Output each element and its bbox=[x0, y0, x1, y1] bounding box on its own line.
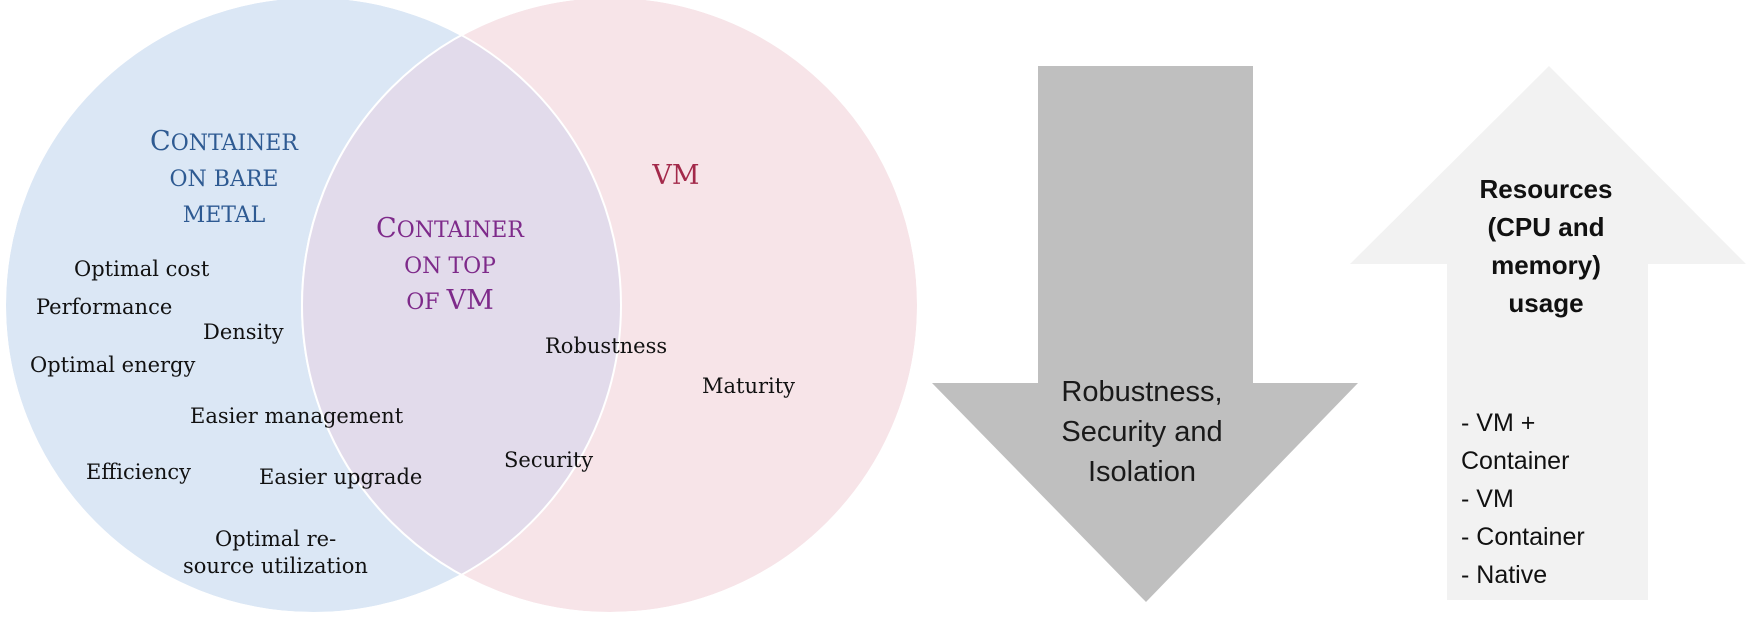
up-arrow bbox=[1350, 66, 1746, 600]
feature-performance: Performance bbox=[36, 295, 172, 319]
left-features: Optimal cost Performance Density Optimal… bbox=[30, 257, 422, 578]
resources-title-line-4: usage bbox=[1508, 288, 1583, 318]
feature-robustness: Robustness bbox=[545, 334, 667, 358]
left-title-line-2: ON BARE bbox=[170, 167, 279, 192]
right-circle-outline bbox=[301, 0, 919, 614]
container-bare-metal-title: CONTAINER ON BARE METAL bbox=[150, 126, 299, 228]
up-arrow-title: Resources (CPU and memory) usage bbox=[1480, 174, 1613, 318]
resources-title-line-1: Resources bbox=[1480, 174, 1613, 204]
vm-title-line-1: VM bbox=[651, 160, 699, 191]
feature-density: Density bbox=[203, 320, 284, 344]
resources-title-line-3: memory) bbox=[1491, 250, 1601, 280]
intersection-title-line-2: ON TOP bbox=[404, 254, 496, 279]
container-on-vm-title: CONTAINER ON TOP OF VM bbox=[376, 213, 525, 316]
intersection-title-line-1: CONTAINER bbox=[376, 213, 525, 244]
feature-optimal-cost: Optimal cost bbox=[74, 257, 210, 281]
resource-item-vm-container-1: - VM + bbox=[1461, 409, 1535, 437]
down-arrow-line-2: Security and bbox=[1061, 416, 1222, 448]
down-arrow-label: Robustness, Security and Isolation bbox=[1061, 376, 1222, 488]
down-arrow-line-1: Robustness, bbox=[1061, 376, 1222, 408]
feature-maturity: Maturity bbox=[702, 374, 795, 398]
down-arrow-line-3: Isolation bbox=[1088, 456, 1196, 488]
right-features: Maturity bbox=[702, 374, 795, 398]
resources-title-line-2: (CPU and bbox=[1488, 212, 1605, 242]
feature-optimal-energy: Optimal energy bbox=[30, 353, 196, 377]
feature-optimal-resource-2: source utilization bbox=[183, 554, 368, 578]
feature-easier-management: Easier management bbox=[190, 404, 404, 428]
intersection-region bbox=[302, 0, 621, 613]
resource-item-vm: - VM bbox=[1461, 485, 1514, 513]
resource-item-vm-container-2: Container bbox=[1461, 447, 1569, 475]
vm-title: VM bbox=[651, 160, 699, 191]
intersection-features: Robustness Security bbox=[504, 334, 667, 472]
feature-efficiency: Efficiency bbox=[86, 460, 191, 484]
intersection-title-line-3: OF VM bbox=[406, 285, 493, 316]
left-title-line-1: CONTAINER bbox=[150, 126, 299, 157]
feature-optimal-resource-1: Optimal re- bbox=[215, 527, 336, 551]
up-arrow-items: - VM + Container - VM - Container - Nati… bbox=[1461, 409, 1585, 589]
resource-item-native: - Native bbox=[1461, 561, 1547, 589]
feature-security: Security bbox=[504, 448, 593, 472]
left-circle-outline bbox=[4, 0, 622, 614]
resource-item-container: - Container bbox=[1461, 523, 1585, 551]
left-title-line-3: METAL bbox=[183, 203, 266, 228]
feature-easier-upgrade: Easier upgrade bbox=[259, 465, 422, 489]
down-arrow bbox=[932, 66, 1358, 602]
